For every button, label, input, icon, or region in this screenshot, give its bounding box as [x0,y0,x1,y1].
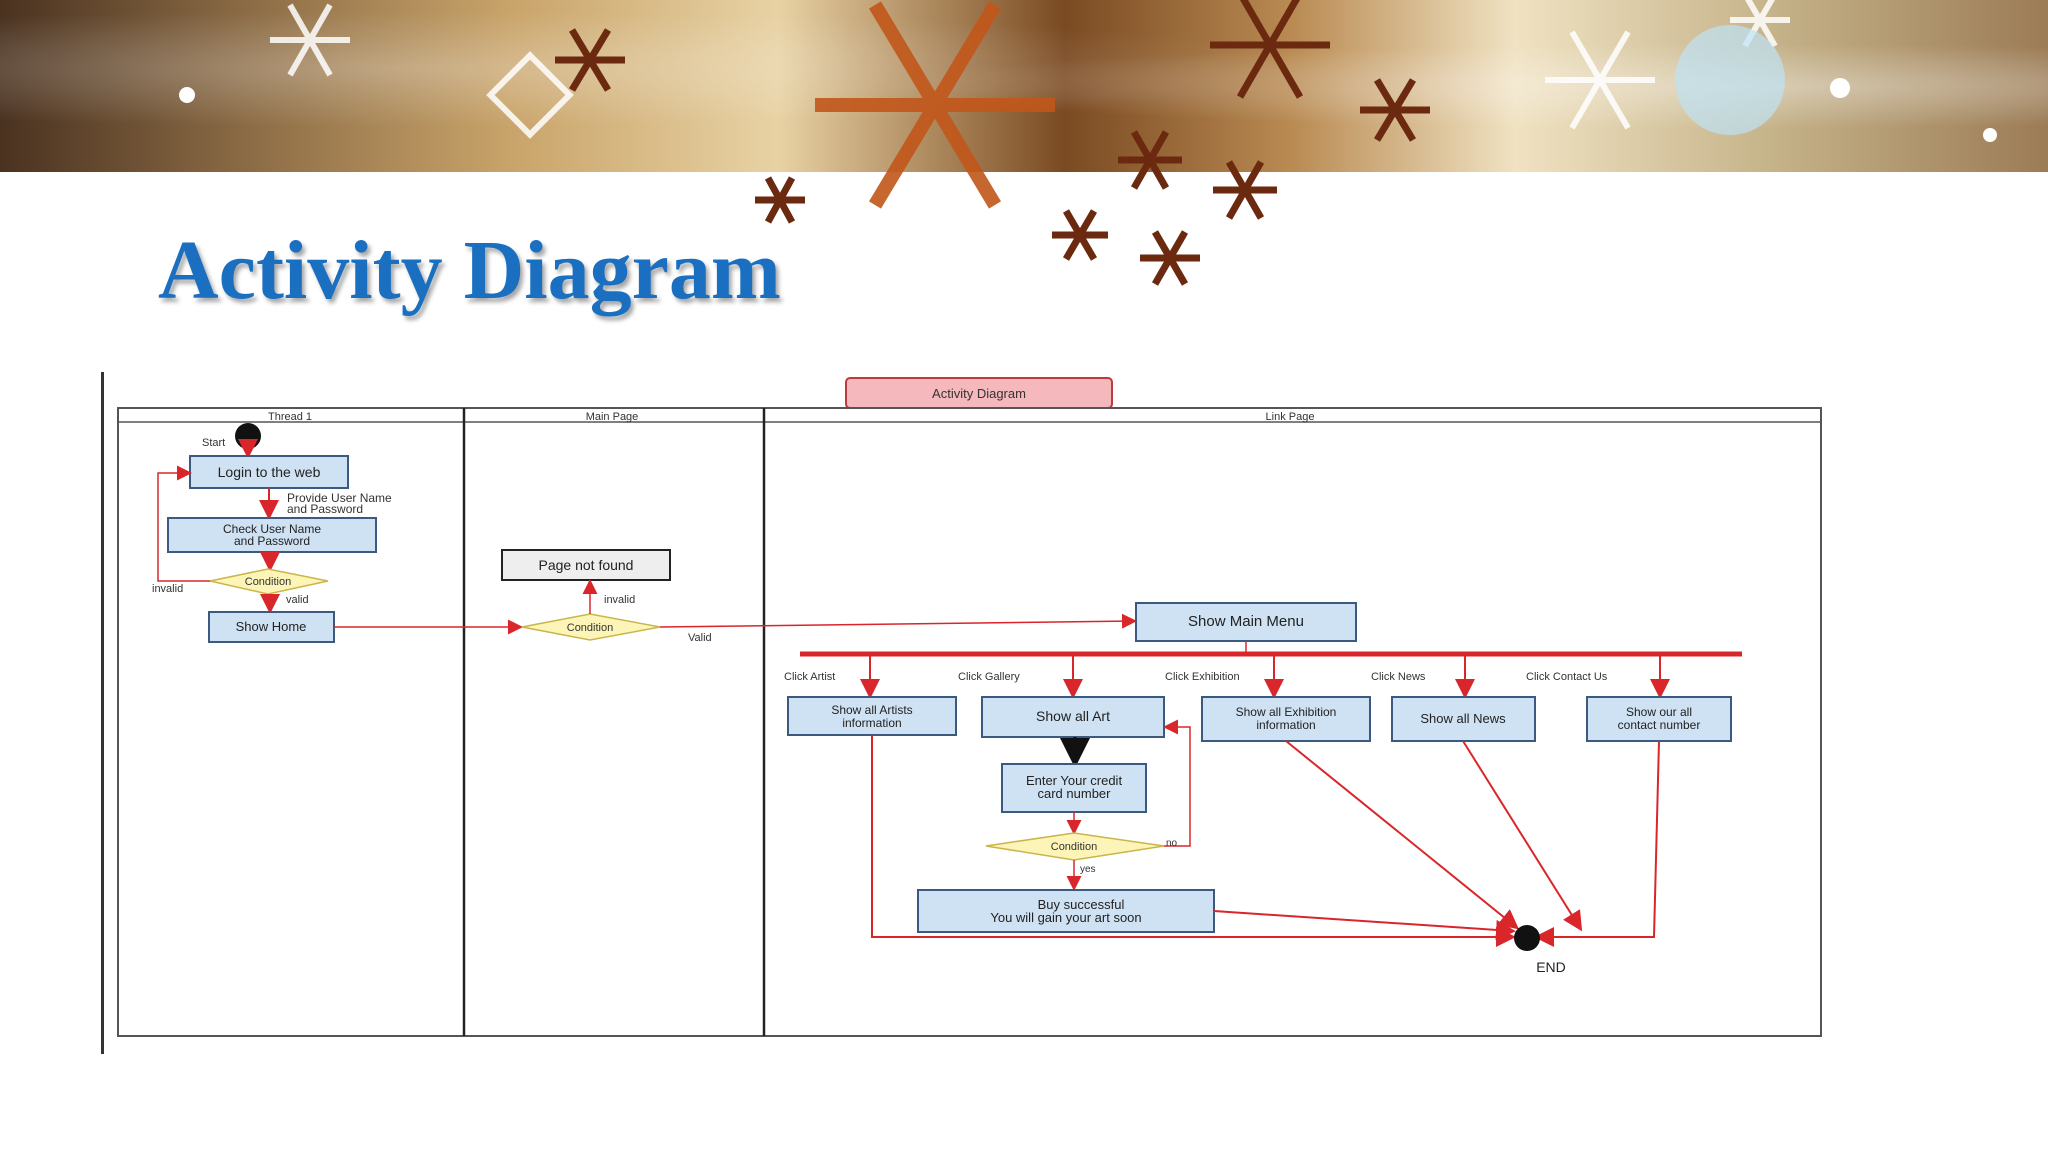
branch-label-contact: Click Contact Us [1526,671,1608,683]
flow-label-main-invalid: invalid [604,594,635,606]
activity-login-label: Login to the web [218,464,321,480]
activity-buy-label: Buy successful [1038,897,1125,912]
activity-show-home-label: Show Home [236,619,307,634]
branch-label-exhibition: Click Exhibition [1165,671,1240,683]
activity-contact-label: contact number [1618,718,1701,732]
flow-label-main-valid: Valid [688,632,712,644]
activity-main-menu-label: Show Main Menu [1188,613,1304,630]
activity-show-home [208,611,335,643]
end-node [1514,925,1540,951]
lane-label-link-page: Link Page [1266,411,1315,423]
flow-arrow-to-end [1285,740,1520,930]
activity-contact-label: Show our all [1626,705,1692,719]
activity-show-exhibition [1201,696,1371,742]
bokeh-light [1983,128,1997,142]
start-label: Start [202,437,225,449]
activity-buy-label: You will gain your art soon [990,910,1141,925]
activity-news-label: Show all News [1420,711,1506,726]
snowflake-icon [815,1,1055,209]
flow-label-invalid: invalid [152,583,183,595]
activity-check-credentials [167,517,377,553]
activity-exhibition-label: information [1256,718,1315,732]
snowflake-icon [270,0,1790,139]
flow-arrow-no [1163,719,1191,847]
activity-page-not-found-label: Page not found [539,557,634,573]
start-node [235,423,261,449]
branch-label-artist: Click Artist [784,671,835,683]
branch-label-news: Click News [1371,671,1426,683]
activity-buy-successful [917,889,1215,933]
diagram-header-label: Activity Diagram [932,386,1026,401]
activity-artists-label: information [842,716,901,730]
vertical-divider [101,372,104,1054]
activity-show-art [981,696,1165,738]
activity-credit-label: Enter Your credit [1026,773,1123,788]
activity-artists-label: Show all Artists [831,703,912,717]
flow-arrow-valid [659,613,1137,629]
flow-arrow-to-end [1462,740,1583,932]
activity-check-label: and Password [234,534,310,548]
branch-label-gallery: Click Gallery [958,671,1020,683]
bokeh-light [1830,78,1850,98]
flow-label-valid: valid [286,594,309,606]
activity-show-news [1391,696,1536,742]
flow-arrow-to-end [1534,740,1660,947]
snowflake-icon [555,0,1430,286]
flow-arrow-to-end [871,735,1516,947]
bokeh-light [179,87,195,103]
activity-check-label: Check User Name [223,522,321,536]
end-label: END [1536,959,1566,975]
flow-label-no: no [1166,838,1178,849]
flow-arrow-invalid [157,465,210,582]
activity-exhibition-label: Show all Exhibition [1236,705,1337,719]
decision-main-label: Condition [567,622,613,634]
flow-arrow-to-end [1213,910,1516,940]
activity-credit-label: card number [1038,786,1112,801]
snowflake-decoration [179,0,1997,286]
note-provide-credentials: Provide User Name [287,491,392,505]
activity-art-label: Show all Art [1036,708,1110,724]
flow-label-yes: yes [1080,864,1096,875]
activity-enter-credit-card [1001,763,1147,813]
page-title: Activity Diagram [158,224,781,317]
lane-label-thread: Thread 1 [268,411,312,423]
activity-login [189,455,349,489]
decision-login [209,568,329,595]
bokeh-light [1675,25,1785,135]
lane-label-main-page: Main Page [586,411,639,423]
decision-payment-label: Condition [1051,841,1097,853]
decision-login-label: Condition [245,576,291,588]
note-provide-credentials: and Password [287,502,363,516]
